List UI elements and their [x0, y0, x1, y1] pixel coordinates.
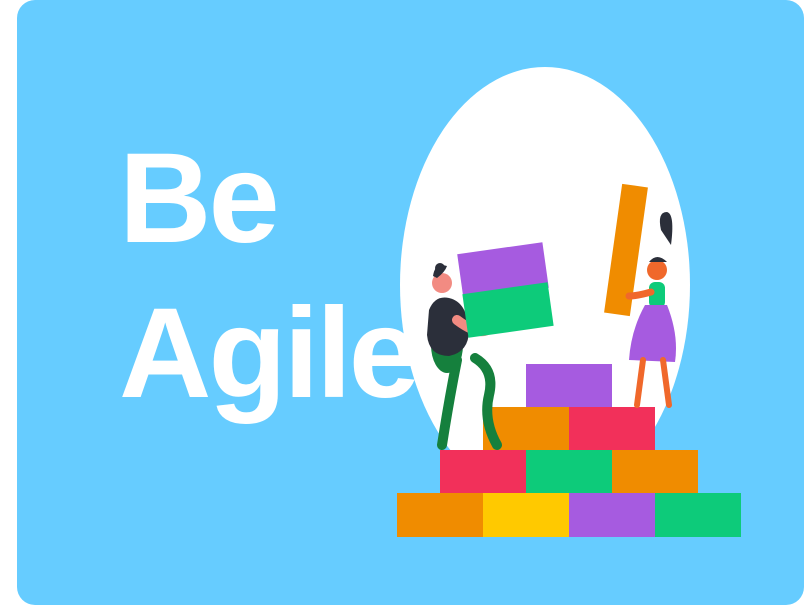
hero-banner: Be Agile — [17, 0, 804, 605]
agile-illustration — [397, 67, 741, 537]
headline-line-1: Be — [119, 127, 280, 270]
block-staircase-icon — [397, 364, 741, 537]
person-carrying-blocks-icon — [427, 242, 554, 450]
person-holding-block-icon — [604, 183, 676, 408]
headline-line-2: Agile — [119, 282, 420, 425]
